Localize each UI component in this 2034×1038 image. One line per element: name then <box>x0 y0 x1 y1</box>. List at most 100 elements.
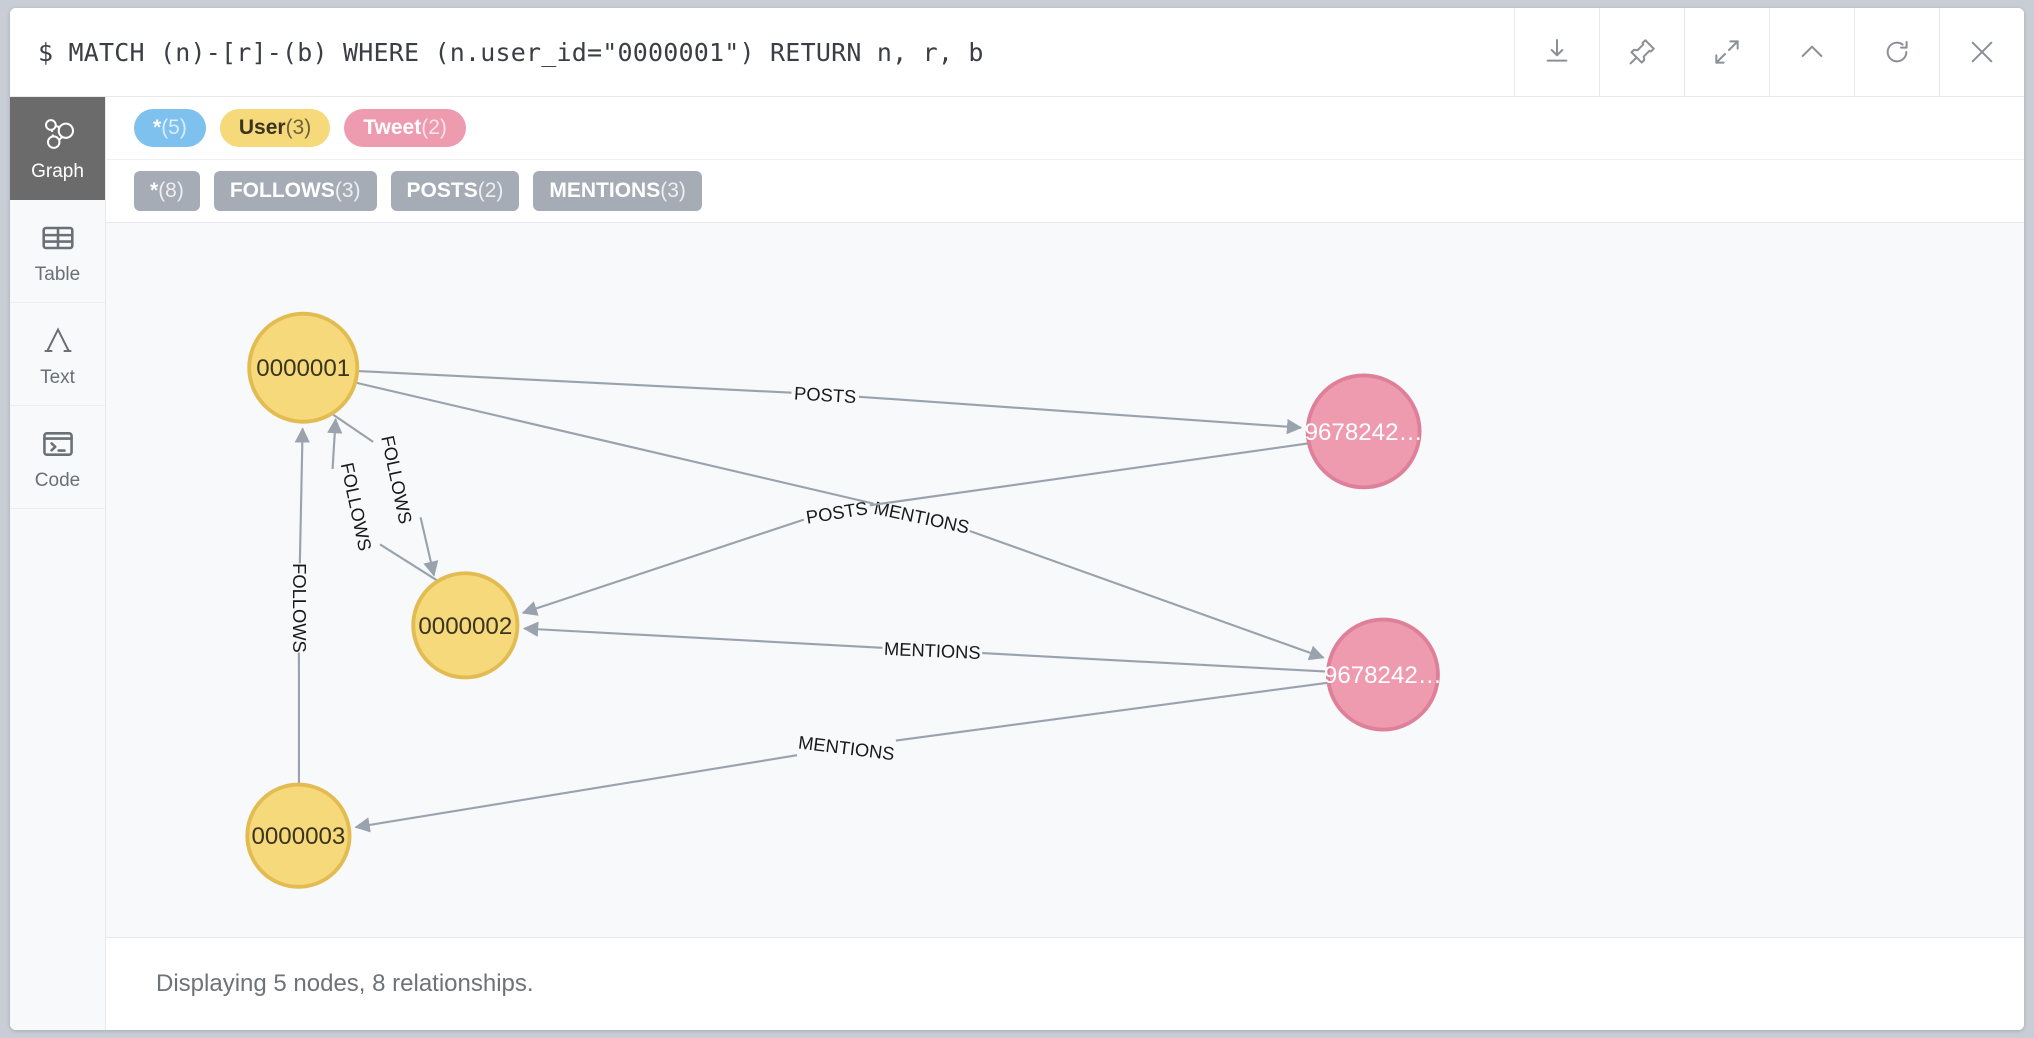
query-bar: $ MATCH (n)-[r]-(b) WHERE (n.user_id="00… <box>10 8 2024 97</box>
edge-label: MENTIONS <box>797 732 896 765</box>
chip-count: (3) <box>285 116 312 139</box>
edge-line <box>358 369 792 394</box>
close-icon <box>1966 36 1998 68</box>
download-button[interactable] <box>1514 8 1599 96</box>
edge-label: POSTS <box>804 497 869 527</box>
chip-count: (2) <box>477 179 504 202</box>
graph-node[interactable]: 0000002 <box>411 571 520 680</box>
chip-name: MENTIONS <box>549 179 661 202</box>
node-circle <box>1325 617 1440 732</box>
edge-line <box>869 442 1309 507</box>
edge-line <box>969 529 1325 661</box>
node-label: 9678242… <box>1305 419 1423 446</box>
node-label-chip-all[interactable]: *(5) <box>134 109 206 147</box>
text-icon <box>38 321 78 361</box>
pin-button[interactable] <box>1599 8 1684 96</box>
result-body: Graph Table <box>10 97 2024 1030</box>
sidebar-item-table[interactable]: Table <box>10 200 105 303</box>
graph-svg: POSTSMENTIONSFOLLOWSFOLLOWSFOLLOWSPOSTSM… <box>245 311 1442 889</box>
refresh-button[interactable] <box>1854 8 1939 96</box>
chip-name: FOLLOWS <box>229 179 335 202</box>
rel-type-chip-posts[interactable]: POSTS(2) <box>390 171 520 211</box>
edge-line <box>355 381 874 505</box>
view-sidebar: Graph Table <box>10 97 106 1030</box>
node-label: 0000003 <box>251 823 345 850</box>
edge-line <box>419 517 439 577</box>
status-text: Displaying 5 nodes, 8 relationships. <box>156 970 534 997</box>
code-icon <box>38 424 78 464</box>
edge-line <box>521 518 805 616</box>
node-label-chip-user[interactable]: User(3) <box>219 109 331 147</box>
rel-type-chip-all[interactable]: *(8) <box>134 171 200 211</box>
chip-count: (8) <box>158 179 184 202</box>
graph-node[interactable]: 0000003 <box>245 782 352 889</box>
chip-name: User <box>238 116 286 139</box>
expand-icon <box>1711 36 1743 68</box>
chip-name: * <box>153 116 162 139</box>
edge-label: FOLLOWS <box>337 461 376 553</box>
edge-line <box>379 543 438 582</box>
node-circle <box>247 311 360 424</box>
sidebar-item-code-label: Code <box>34 470 81 491</box>
graph-view: *(5)User(3)Tweet(2) *(8)FOLLOWS(3)POSTS(… <box>106 97 2024 1030</box>
node-label: 9678242… <box>1324 662 1442 689</box>
sidebar-item-table-label: Table <box>34 264 81 285</box>
node-circle <box>411 571 520 680</box>
query-toolbar <box>1514 8 2024 96</box>
edge-label: MENTIONS <box>884 638 982 663</box>
expand-button[interactable] <box>1684 8 1769 96</box>
graph-node[interactable]: 9678242… <box>1305 373 1423 490</box>
node-circle <box>245 782 352 889</box>
edge-line <box>327 417 343 470</box>
pin-icon <box>1626 36 1658 68</box>
graph-node[interactable]: 9678242… <box>1324 617 1442 732</box>
graph-edge[interactable]: MENTIONS <box>522 621 1328 673</box>
sidebar-item-graph[interactable]: Graph <box>10 97 105 200</box>
node-label-chip-tweet[interactable]: Tweet(2) <box>344 109 466 147</box>
graph-edge[interactable]: FOLLOWS <box>289 427 310 784</box>
node-label-legend: *(5) User(3) Tweet(2) <box>106 97 2024 160</box>
refresh-icon <box>1881 36 1913 68</box>
node-label: 0000001 <box>256 355 350 382</box>
graph-edge[interactable]: MENTIONS <box>354 681 1328 833</box>
graph-icon <box>38 115 78 155</box>
graph-edge[interactable]: POSTS <box>521 442 1309 616</box>
rel-type-legend: *(8)FOLLOWS(3)POSTS(2)MENTIONS(3) <box>106 160 2024 223</box>
edge-line <box>522 621 883 649</box>
chip-count: (2) <box>421 116 447 139</box>
node-label: 0000002 <box>418 613 512 640</box>
table-icon <box>38 218 78 258</box>
edge-line <box>354 754 798 833</box>
collapse-button[interactable] <box>1769 8 1854 96</box>
download-icon <box>1541 36 1573 68</box>
nodes-layer: 0000001 0000002 0000003 9678242… 9678242… <box>245 311 1442 889</box>
sidebar-item-text-label: Text <box>40 367 75 388</box>
graph-edge[interactable]: POSTS <box>358 369 1303 435</box>
node-circle <box>1305 373 1422 490</box>
edge-line <box>982 652 1328 673</box>
chip-name: Tweet <box>363 116 422 139</box>
chevron-up-icon <box>1796 36 1828 68</box>
close-button[interactable] <box>1939 8 2024 96</box>
sidebar-item-text[interactable]: Text <box>10 303 105 406</box>
edge-line <box>895 681 1328 742</box>
chip-count: (3) <box>334 179 361 202</box>
edge-line <box>294 427 310 564</box>
sidebar-item-graph-label: Graph <box>31 161 84 182</box>
rel-type-chip-follows[interactable]: FOLLOWS(3) <box>213 171 377 211</box>
query-result-window: $ MATCH (n)-[r]-(b) WHERE (n.user_id="00… <box>10 8 2024 1030</box>
chip-name: * <box>150 179 159 202</box>
chip-count: (3) <box>660 179 686 202</box>
edge-line <box>858 395 1303 435</box>
rel-type-chip-mentions[interactable]: MENTIONS(3) <box>533 171 702 211</box>
chip-name: POSTS <box>406 179 478 202</box>
graph-node[interactable]: 0000001 <box>247 311 360 424</box>
sidebar-item-code[interactable]: Code <box>10 406 105 509</box>
query-input[interactable]: $ MATCH (n)-[r]-(b) WHERE (n.user_id="00… <box>38 37 984 67</box>
chip-count: (5) <box>161 116 187 139</box>
edge-line <box>331 413 374 443</box>
edge-label: FOLLOWS <box>289 563 310 653</box>
edge-label: POSTS <box>794 382 857 407</box>
